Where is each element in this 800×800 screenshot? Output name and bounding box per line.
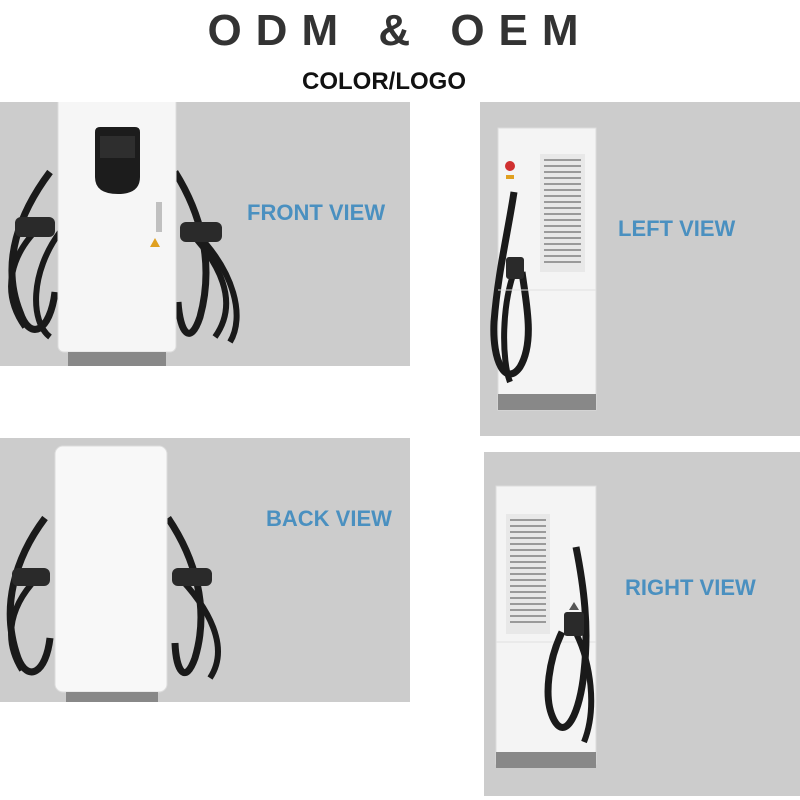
page-title: ODM & OEM bbox=[207, 6, 593, 55]
right-view-charger-image bbox=[495, 485, 597, 768]
left-view-panel: LEFT VIEW bbox=[480, 102, 800, 436]
back-view-panel: BACK VIEW bbox=[0, 438, 410, 702]
right-view-panel: RIGHT VIEW bbox=[484, 452, 800, 796]
front-view-charger-image bbox=[8, 102, 240, 366]
front-view-label: FRONT VIEW bbox=[247, 200, 386, 225]
left-view-label: LEFT VIEW bbox=[618, 216, 736, 241]
back-view-charger-image bbox=[6, 445, 221, 702]
right-view-label: RIGHT VIEW bbox=[625, 575, 756, 600]
back-view-label: BACK VIEW bbox=[266, 506, 392, 531]
front-view-panel: FRONT VIEW bbox=[0, 102, 410, 366]
left-view-charger-image bbox=[490, 127, 597, 411]
page-subtitle: COLOR/LOGO bbox=[302, 68, 466, 95]
